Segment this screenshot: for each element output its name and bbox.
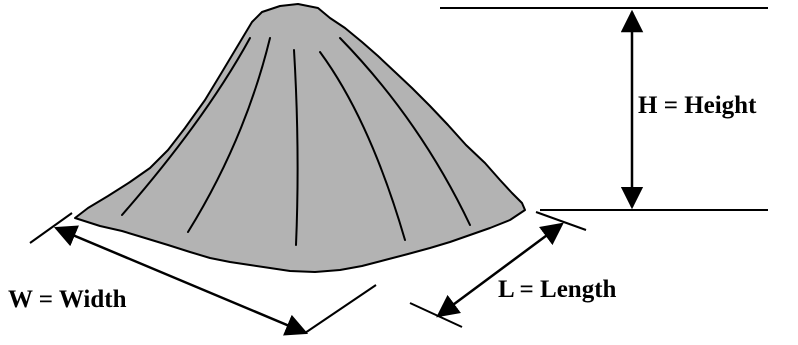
width-right-extension-line (304, 284, 377, 334)
length-label: L = Length (498, 276, 617, 303)
ridge-line (319, 51, 406, 241)
ridge-line (293, 49, 299, 246)
length-arrow (436, 222, 564, 318)
ridge-line (187, 37, 271, 233)
width-label: W = Width (8, 286, 127, 313)
width-arrow (53, 225, 309, 336)
ridge-line (121, 37, 251, 216)
pile-ridge-lines (121, 37, 471, 246)
width-left-extension-line (29, 212, 73, 244)
length-top-extension-line (535, 211, 587, 231)
ridge-line (339, 37, 471, 226)
pile-shape (74, 3, 526, 273)
height-label: H = Height (638, 92, 757, 119)
length-bottom-extension-line (409, 302, 463, 328)
